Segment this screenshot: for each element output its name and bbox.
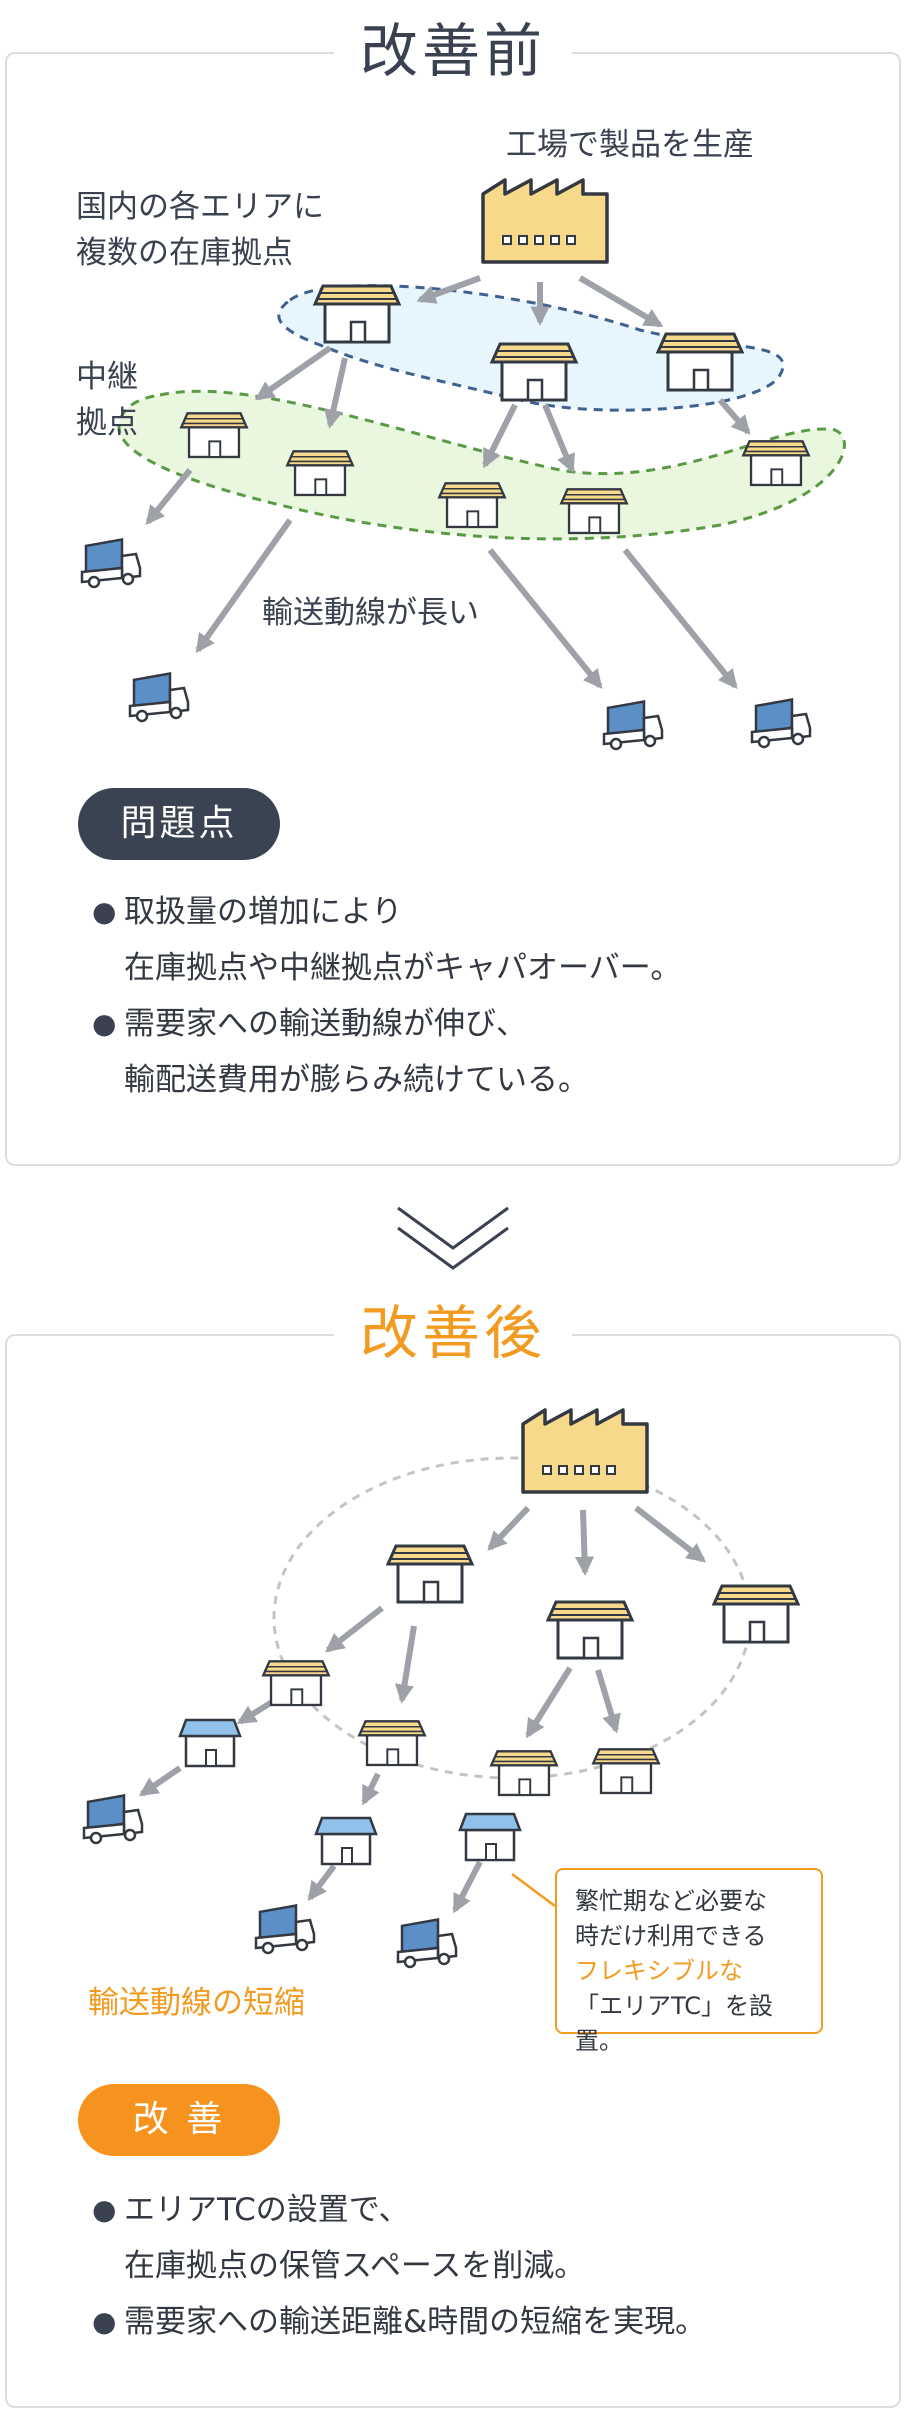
bullet-text: 取扱量の増加により: [124, 894, 403, 930]
bullet-dot: ●: [92, 2305, 117, 2338]
after-title-text: 改善後: [333, 1299, 572, 1367]
area-tc-icon: [314, 1816, 378, 1866]
list-item: ●需要家への輸送動線が伸び、: [92, 996, 681, 1052]
bullet-dot: ●: [92, 895, 117, 928]
truck-icon: [602, 700, 664, 751]
relay-warehouse-icon: [592, 1748, 660, 1795]
before-arrows: [145, 275, 751, 689]
after-title: 改善後: [0, 1298, 906, 1368]
truck-icon: [80, 538, 142, 589]
relay-zone: [117, 389, 846, 541]
relay-warehouse-icon: [438, 482, 506, 529]
note-leader-line: [511, 1872, 556, 1908]
warehouse-icon: [386, 1544, 474, 1604]
chevron-down-icon: [397, 1226, 509, 1270]
bullet-continuation: 輸配送費用が膨らみ続けている。: [124, 1062, 589, 1098]
bullet-dot: ●: [92, 2193, 117, 2226]
before-title-text: 改善前: [333, 17, 572, 85]
bullet-continuation: 在庫拠点や中継拠点がキャパオーバー。: [124, 950, 682, 986]
truck-icon: [750, 698, 812, 749]
improvement-pill: 改 善: [78, 2084, 280, 2156]
bullet-text: 需要家への輸送距離&時間の短縮を実現。: [124, 2304, 707, 2340]
relay-warehouse-icon: [560, 488, 628, 535]
truck-icon: [82, 1794, 144, 1845]
relay-warehouse-icon: [286, 450, 354, 497]
regional-warehouse-label: 国内の各エリアに 複数の在庫拠点: [76, 189, 324, 271]
warehouse-icon: [546, 1600, 634, 1660]
before-title: 改善前: [0, 16, 906, 86]
warehouse-icon: [656, 332, 744, 392]
note-line: 「エリアTC」を設置。: [575, 1992, 774, 2055]
factory-icon: [521, 1408, 649, 1494]
after-bullet-list: ●エリアTCの設置で、 在庫拠点の保管スペースを削減。 ●需要家への輸送距離&時…: [92, 2182, 706, 2350]
bullet-text: 需要家への輸送動線が伸び、: [124, 1006, 527, 1042]
list-item: ●需要家への輸送距離&時間の短縮を実現。: [92, 2294, 706, 2350]
relay-warehouse-icon: [358, 1720, 426, 1767]
area-tc-zone: [272, 1456, 752, 1780]
chevron-down-icon: [397, 1206, 509, 1250]
area-tc-note: 繁忙期など必要な 時だけ利用できる フレキシブルな 「エリアTC」を設置。: [555, 1868, 823, 2055]
relay-warehouse-icon: [262, 1660, 330, 1707]
factory-label: 工場で製品を生産: [506, 127, 754, 163]
note-line: 繁忙期など必要な: [575, 1887, 767, 1915]
relay-warehouse-icon: [180, 412, 248, 459]
shortened-route-label: 輸送動線の短縮: [88, 1985, 305, 2021]
area-tc-icon: [178, 1718, 242, 1768]
warehouse-icon: [712, 1584, 800, 1644]
bullet-continuation: 在庫拠点の保管スペースを削減。: [124, 2248, 586, 2284]
relay-warehouse-icon: [490, 1750, 558, 1797]
before-panel: [5, 52, 901, 1166]
factory-icon: [481, 178, 609, 264]
problem-pill: 問題点: [78, 788, 280, 860]
before-bullet-list: ●取扱量の増加により 在庫拠点や中継拠点がキャパオーバー。 ●需要家への輸送動線…: [92, 884, 681, 1108]
note-line: 時だけ利用できる: [575, 1922, 767, 1950]
truck-icon: [128, 672, 190, 723]
truck-icon: [254, 1904, 316, 1955]
area-tc-icon: [458, 1812, 522, 1862]
list-item: ●取扱量の増加により: [92, 884, 681, 940]
truck-icon: [396, 1918, 458, 1969]
list-item: ●エリアTCの設置で、: [92, 2182, 706, 2238]
bullet-text: エリアTCの設置で、: [124, 2192, 410, 2228]
relay-hub-label: 中継 拠点: [76, 359, 138, 441]
note-highlight: フレキシブルな: [575, 1957, 743, 1985]
relay-warehouse-icon: [742, 440, 810, 487]
warehouse-icon: [490, 342, 578, 402]
warehouse-icon: [313, 284, 401, 344]
long-route-label: 輸送動線が長い: [262, 595, 479, 631]
after-arrows: [138, 1505, 707, 1914]
bullet-dot: ●: [92, 1007, 117, 1040]
